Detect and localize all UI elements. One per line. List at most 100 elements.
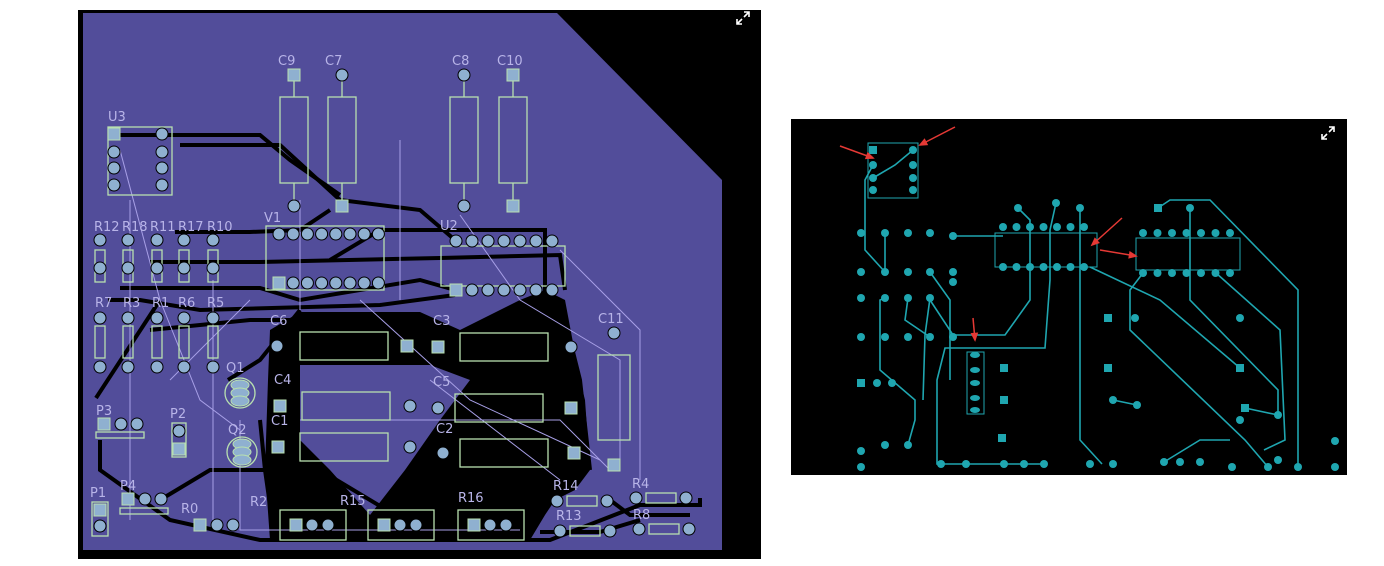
round-pad [949,232,957,240]
arrow-head [918,138,929,146]
round-pad [177,360,191,374]
round-pad [343,227,357,241]
round-pad [150,261,164,275]
round-pad [881,294,889,302]
round-pad [909,174,917,182]
trace [929,207,1031,336]
trace [1112,399,1138,406]
pcb-board-canvas: C9 C7 C8 C10 U3 V1 U2 R12 R18 R11 R17 R1… [83,13,722,550]
square-pad [289,518,303,532]
component-outline [367,509,435,541]
arrow-head [864,151,875,160]
component-outline [178,325,190,359]
ic-outline [994,232,1098,268]
ic-outline [1135,237,1241,271]
round-pad [305,518,319,532]
round-pad [1012,263,1021,271]
round-pad [321,518,335,532]
round-pad [1197,229,1205,237]
round-pad [483,518,497,532]
round-pad [206,311,220,325]
component-outline [301,391,391,421]
component-outline [207,325,219,359]
round-pad [926,294,934,302]
label-R6: R6 [178,296,195,311]
square-pad [272,276,286,290]
round-pad [286,227,300,241]
round-pad [1076,204,1084,212]
component-outline [151,325,163,359]
round-pad [1131,314,1139,322]
expand-icon[interactable] [1320,125,1336,141]
round-pad [904,268,912,276]
square-pad [193,518,207,532]
component-outline [454,393,544,423]
round-pad [1226,269,1234,277]
label-U2: U2 [440,219,458,234]
round-pad [949,333,957,341]
round-pad [1053,223,1061,231]
round-pad [1211,269,1220,277]
copper-pour-inner [300,365,470,515]
trace [1129,272,1269,468]
round-pad [1109,460,1117,468]
square-pad [449,283,463,297]
round-pad [553,524,567,538]
round-pad [1226,229,1234,237]
round-pad [357,227,371,241]
arrow-head [970,332,979,342]
ratsnest-line [119,149,241,431]
label-C2: C2 [436,422,453,437]
component-pads [93,68,696,538]
round-pad [679,491,693,505]
round-pad [206,233,220,247]
ratsnest-line [359,299,601,461]
round-pad [881,268,889,276]
round-pad [150,360,164,374]
component-outline [566,495,598,507]
component-outline [171,422,187,458]
ratsnest-line [429,379,561,481]
copper-traces [94,133,702,542]
trace [1215,272,1286,451]
label-R4: R4 [632,477,649,492]
label-R7: R7 [95,296,112,311]
round-pad [926,268,934,276]
round-pad [329,276,343,290]
round-pad [431,401,445,415]
square-pad [93,503,107,517]
round-pad [1197,269,1205,277]
round-pad [600,494,614,508]
square-pad [1154,204,1162,212]
round-pad [1168,229,1176,237]
square-pad [271,440,285,454]
square-pad [377,518,391,532]
round-pad [270,339,284,353]
label-C11: C11 [598,312,624,327]
round-pad [904,333,912,341]
square-pad [564,401,578,415]
component-outline [279,509,347,541]
round-pad [682,522,696,536]
square-pad [1000,396,1008,404]
label-R0: R0 [181,502,198,517]
round-pad [150,311,164,325]
square-pad [506,199,520,213]
round-pad [121,233,135,247]
expand-icon[interactable] [735,10,751,26]
round-pad [93,360,107,374]
square-pad [1104,314,1112,322]
round-pad [499,518,513,532]
round-pad [1236,314,1244,322]
round-pad [457,68,471,82]
trace [94,298,162,400]
round-pad [857,229,865,237]
trace [558,299,592,471]
square-pad [857,379,865,387]
square-pad [869,146,877,154]
transistor-pad [970,380,980,386]
label-R10: R10 [207,220,233,235]
label-C9: C9 [278,54,295,69]
label-C4: C4 [274,373,291,388]
label-R18: R18 [122,220,148,235]
